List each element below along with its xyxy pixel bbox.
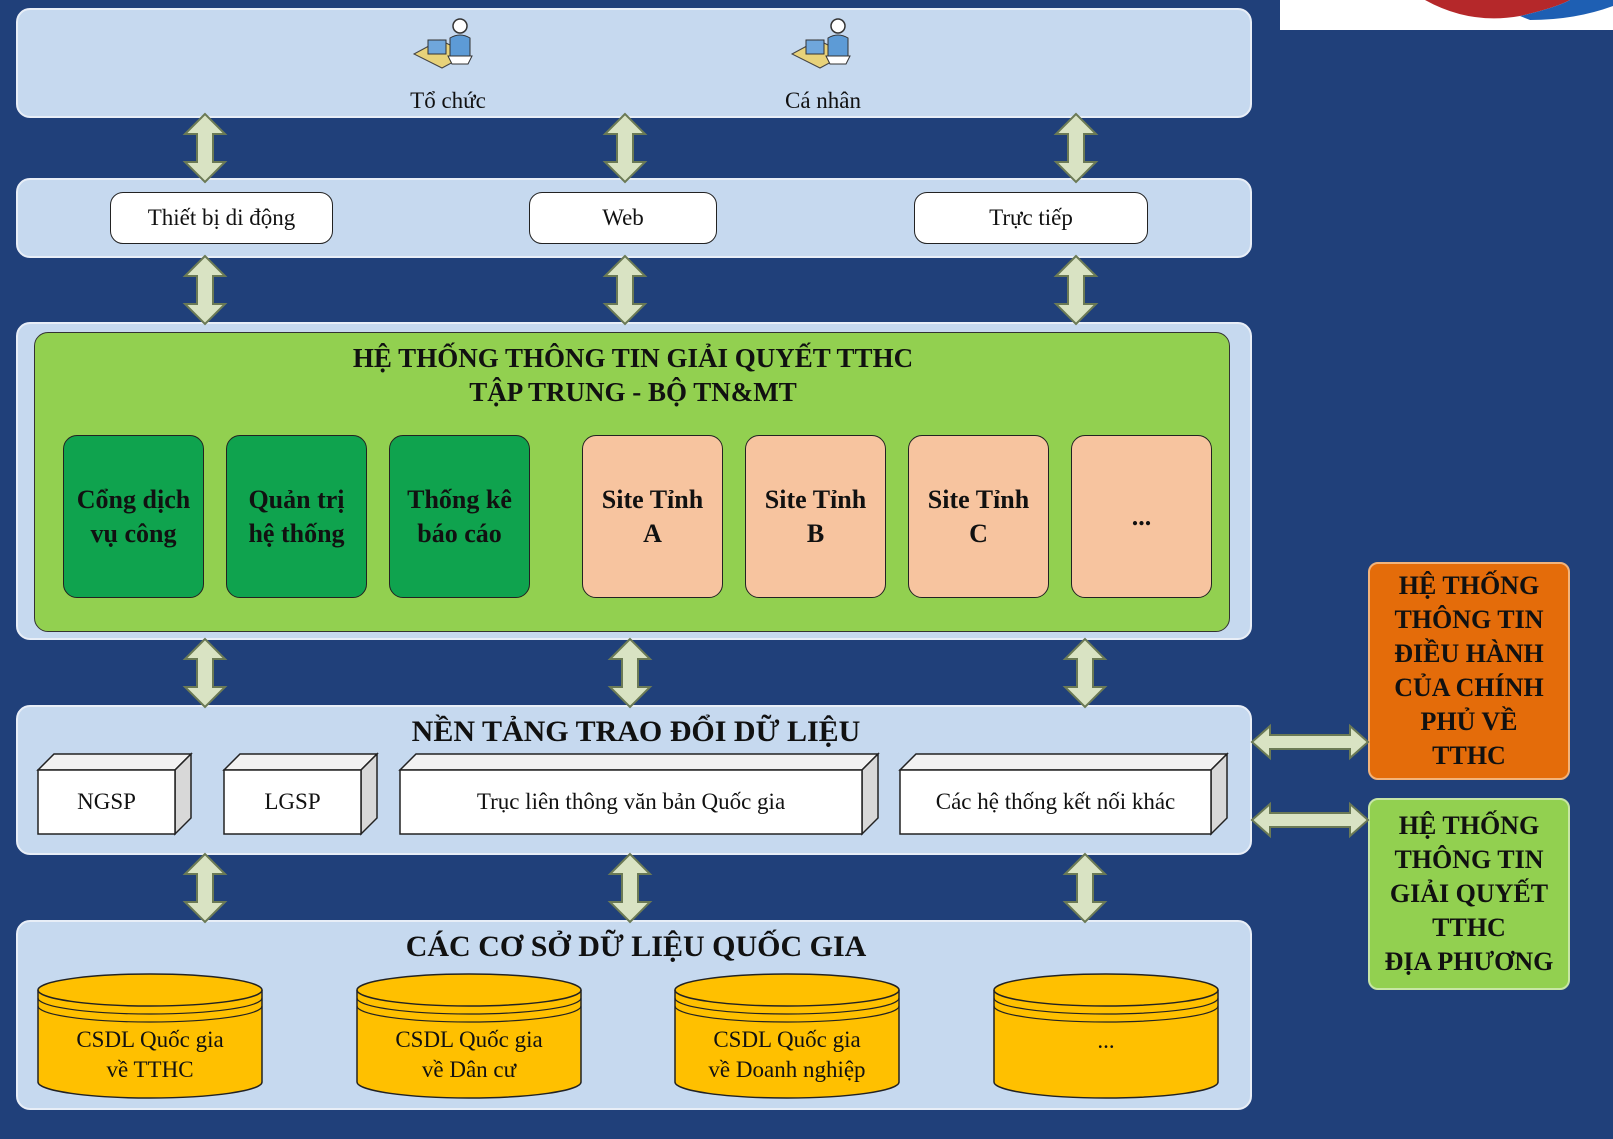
channel-direct: Trực tiếp xyxy=(914,192,1148,244)
organization-user-icon xyxy=(412,18,473,69)
channel-web: Web xyxy=(529,192,717,244)
arrow-channels-central-left xyxy=(184,255,226,325)
arrow-users-channels-center xyxy=(604,113,646,183)
arrow-platform-databases-center xyxy=(609,853,651,923)
arrow-users-channels-right xyxy=(1055,113,1097,183)
arrow-channels-central-center xyxy=(604,255,646,325)
exchange-platform-title: NỀN TẢNG TRAO ĐỔI DỮ LIỆU xyxy=(411,715,861,748)
central-system-title-line2: TẬP TRUNG - BỘ TN&MT xyxy=(469,377,797,407)
channels-panel: Thiết bị di động Web Trực tiếp xyxy=(16,178,1252,258)
users-panel: Tổ chức Cá nhân xyxy=(16,8,1252,118)
national-databases-title: CÁC CƠ SỞ DỮ LIỆU QUỐC GIA xyxy=(405,930,867,963)
platform-label-lgsp: LGSP xyxy=(264,789,321,814)
individual-user-icon xyxy=(790,18,851,69)
local-tthc-system: HỆ THỐNG THÔNG TIN GIẢI QUYẾT TTHC ĐỊA P… xyxy=(1368,798,1570,990)
arrow-platform-government-ops xyxy=(1251,725,1369,759)
arrow-central-platform-left xyxy=(184,638,226,708)
site-more: ... xyxy=(1071,435,1212,598)
channel-mobile: Thiết bị di động xyxy=(110,192,333,244)
logo-corner xyxy=(1280,0,1613,30)
arrow-central-platform-right xyxy=(1064,638,1106,708)
platform-label-document-axis: Trục liên thông văn bản Quốc gia xyxy=(476,789,786,814)
db-label-more: ... xyxy=(1097,1028,1115,1053)
central-system-title-line1: HỆ THỐNG THÔNG TIN GIẢI QUYẾT TTHC xyxy=(352,343,914,373)
central-system-panel: HỆ THỐNG THÔNG TIN GIẢI QUYẾT TTHC TẬP T… xyxy=(16,322,1252,640)
arrow-platform-databases-right xyxy=(1064,853,1106,923)
arrow-platform-local-tthc xyxy=(1251,803,1369,837)
organization-label: Tổ chức xyxy=(410,88,486,113)
arrow-central-platform-center xyxy=(609,638,651,708)
individual-label: Cá nhân xyxy=(784,88,861,113)
platform-label-other: Các hệ thống kết nối khác xyxy=(935,789,1176,814)
arrow-channels-central-right xyxy=(1055,255,1097,325)
government-operations-system: HỆ THỐNG THÔNG TIN ĐIỀU HÀNH CỦA CHÍNH P… xyxy=(1368,562,1570,780)
arrow-platform-databases-left xyxy=(184,853,226,923)
central-system-box: HỆ THỐNG THÔNG TIN GIẢI QUYẾT TTHC TẬP T… xyxy=(34,332,1230,632)
arrow-users-channels-left xyxy=(184,113,226,183)
platform-label-ngsp: NGSP xyxy=(77,789,136,814)
